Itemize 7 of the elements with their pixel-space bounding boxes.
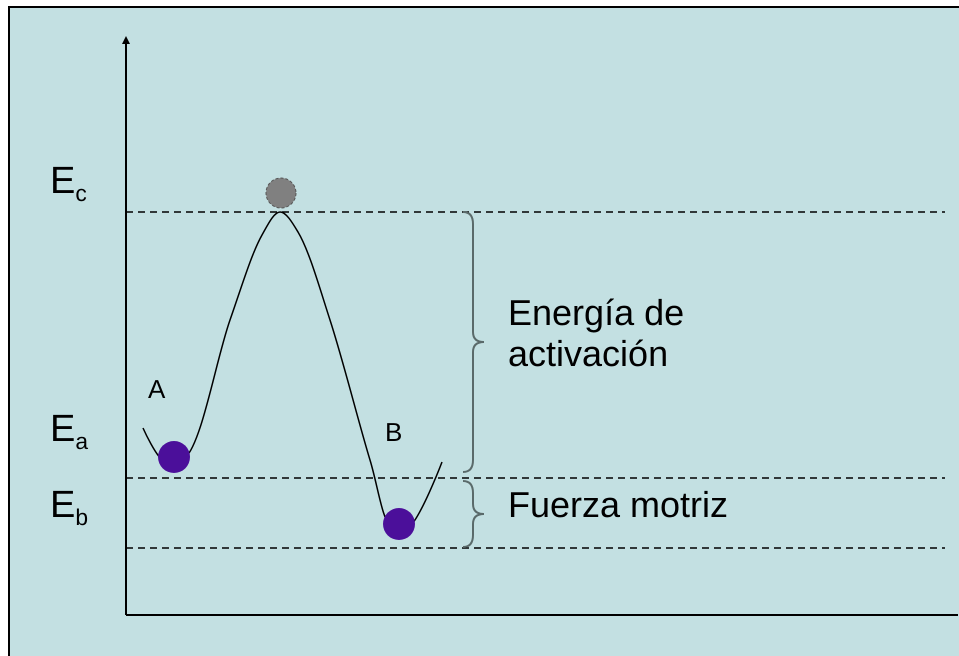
axis-label: E$_{a}$ [50, 408, 88, 454]
brace-label: Fuerza motriz [508, 484, 728, 526]
axis-label: E$_{b}$ [50, 484, 88, 530]
axis-label: E$_{c}$ [50, 160, 87, 206]
brace-label: Energía de activación [508, 292, 686, 375]
point-label: B [385, 418, 402, 448]
point-label: A [148, 375, 166, 405]
